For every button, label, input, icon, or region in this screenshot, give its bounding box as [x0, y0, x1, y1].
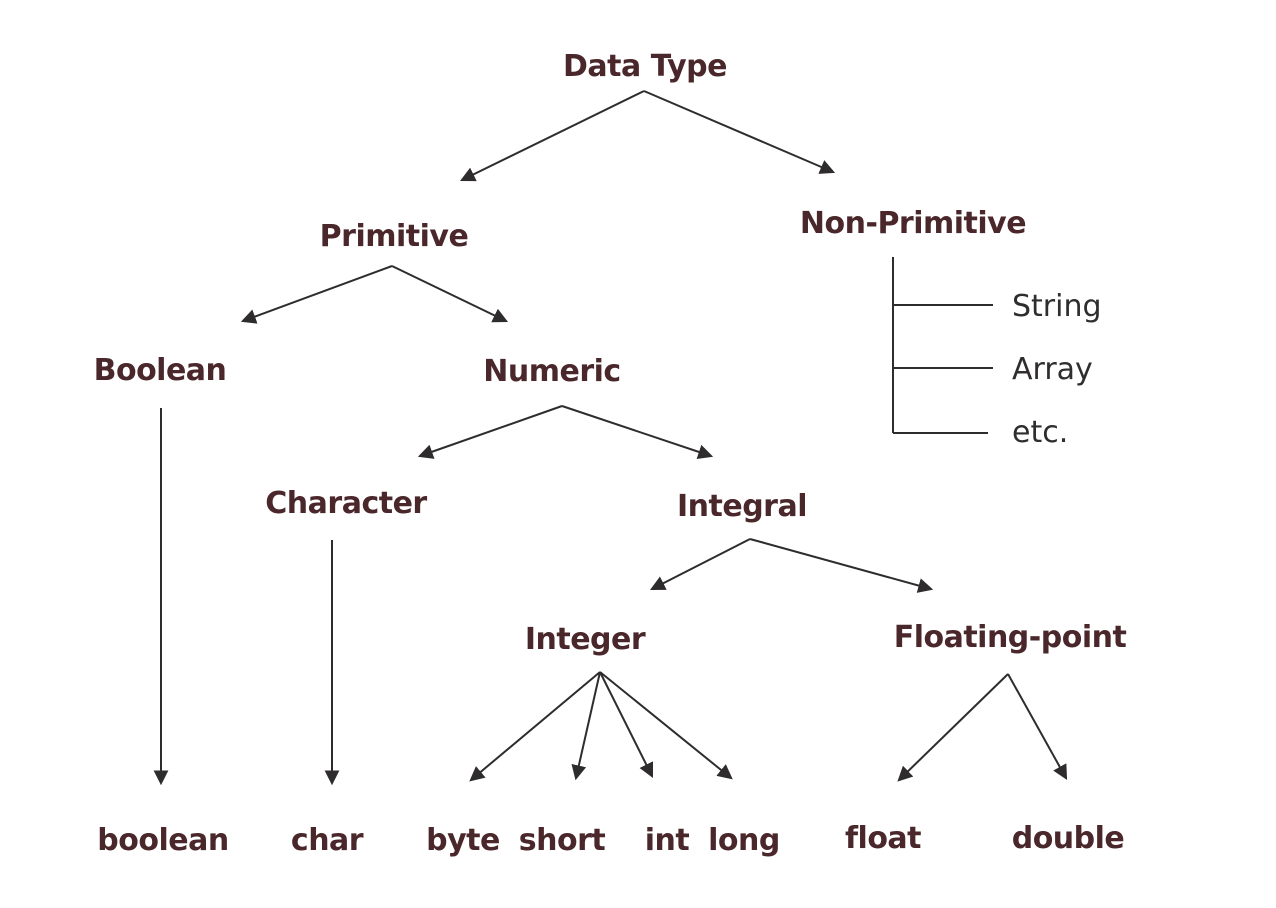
edge-primitive-numeric [391, 265, 509, 323]
edge-integer-byte [469, 671, 601, 782]
leaf-float: float [844, 821, 922, 856]
edge-primitive-boolean [240, 265, 393, 324]
edge-integer-long [599, 671, 733, 780]
edge-datatype-primitive [459, 90, 645, 182]
edge-integer-short [571, 671, 601, 781]
leaf-double: double [1011, 821, 1125, 856]
leaf-short: short [518, 823, 606, 858]
leaf-long: long [708, 823, 780, 858]
node-primitive: Primitive [319, 219, 469, 254]
leaf-char: char [290, 823, 364, 858]
edge-numeric-character [417, 405, 563, 459]
list-item-string: String [1012, 289, 1102, 324]
leaf-byte: byte [426, 823, 500, 858]
edge-floatingpoint-double [1007, 673, 1068, 780]
leaf-boolean: boolean [97, 823, 229, 858]
node-integer: Integer [524, 622, 646, 657]
edge-integral-floatingpoint [749, 538, 934, 593]
node-numeric: Numeric [483, 354, 621, 389]
node-boolean-category: Boolean [93, 353, 227, 388]
edge-datatype-nonprimitive [643, 90, 836, 174]
node-non-primitive: Non-Primitive [799, 206, 1027, 241]
leaf-int: int [644, 823, 690, 858]
list-item-array: Array [1012, 352, 1093, 387]
edge-floatingpoint-float [897, 673, 1009, 782]
list-item-etc: etc. [1012, 415, 1069, 450]
node-integral: Integral [676, 489, 808, 524]
node-floating-point: Floating-point [893, 620, 1127, 655]
edge-numeric-integral [561, 405, 714, 460]
node-data-type: Data Type [563, 49, 727, 84]
edge-integral-integer [649, 538, 751, 591]
node-character: Character [265, 486, 427, 521]
edge-integer-int [599, 671, 654, 779]
